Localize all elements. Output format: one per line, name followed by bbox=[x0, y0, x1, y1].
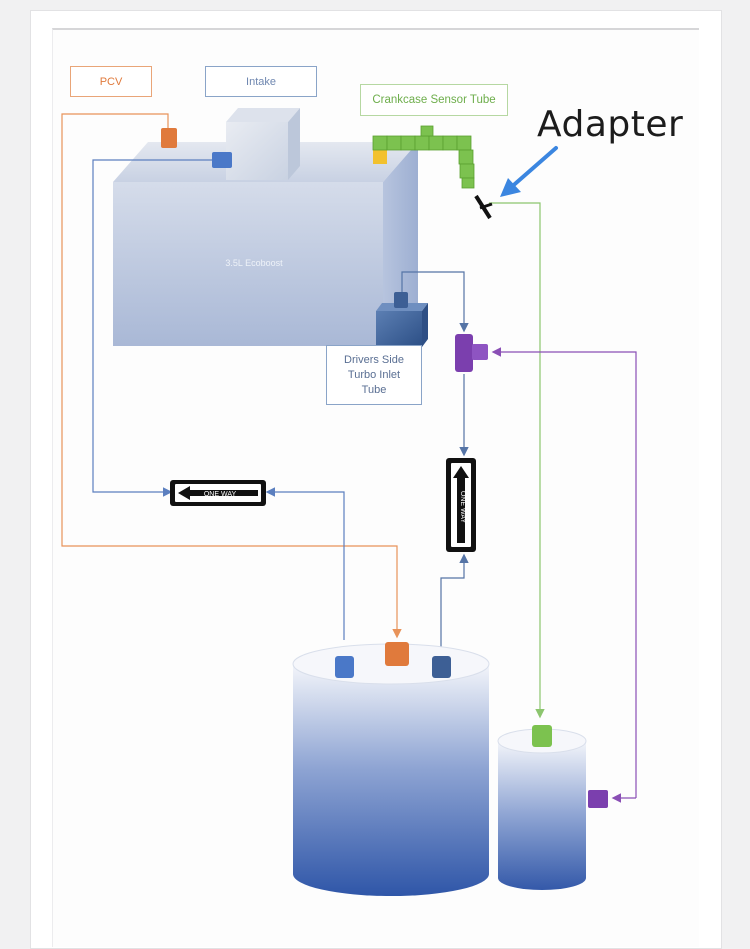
adapter-arrow bbox=[500, 146, 558, 197]
crankcase-sensor-tube-label: Crankcase Sensor Tube bbox=[360, 84, 508, 116]
one-way-text-horizontal: ONE WAY bbox=[204, 491, 237, 498]
turbo-line-top bbox=[401, 271, 469, 333]
sensor-fitting bbox=[373, 150, 387, 164]
turbo-inlet-label: Drivers Side Turbo Inlet Tube bbox=[326, 345, 422, 405]
one-way-sign-horizontal bbox=[170, 480, 266, 506]
intake-line bbox=[92, 159, 212, 497]
crankcase-sensor-tube bbox=[372, 125, 475, 189]
adapter-fitting bbox=[474, 194, 493, 220]
turbo-fitting bbox=[394, 292, 408, 308]
can-inlet-intake bbox=[335, 656, 354, 678]
turbo-line-can bbox=[440, 553, 469, 648]
intake-label: Intake bbox=[205, 66, 317, 97]
crankcase-line bbox=[489, 202, 545, 719]
small-catch-can bbox=[497, 728, 587, 890]
one-way-text-vertical: ONE WAY bbox=[459, 491, 466, 524]
purple-line bbox=[491, 347, 637, 798]
intake-fitting bbox=[212, 152, 232, 168]
pcv-fitting bbox=[161, 128, 177, 148]
one-way-sign-vertical bbox=[446, 458, 476, 552]
can-inlet-turbo bbox=[432, 656, 451, 678]
purple-tee-fitting bbox=[455, 334, 488, 372]
adapter-label: Adapter bbox=[537, 104, 684, 145]
engine-label: 3.5L Ecoboost bbox=[225, 258, 283, 268]
pcv-line bbox=[61, 113, 402, 639]
main-catch-can bbox=[292, 643, 490, 896]
pcv-label: PCV bbox=[70, 66, 152, 97]
engine-block bbox=[113, 142, 418, 346]
can-inlet-pcv bbox=[385, 642, 409, 666]
small-can-inlet-sensor bbox=[532, 725, 552, 747]
turbo-inlet-box bbox=[376, 303, 428, 347]
small-can-inlet-purple bbox=[588, 790, 608, 808]
intake-line-oneway bbox=[265, 487, 345, 640]
intake-plenum bbox=[226, 108, 300, 180]
